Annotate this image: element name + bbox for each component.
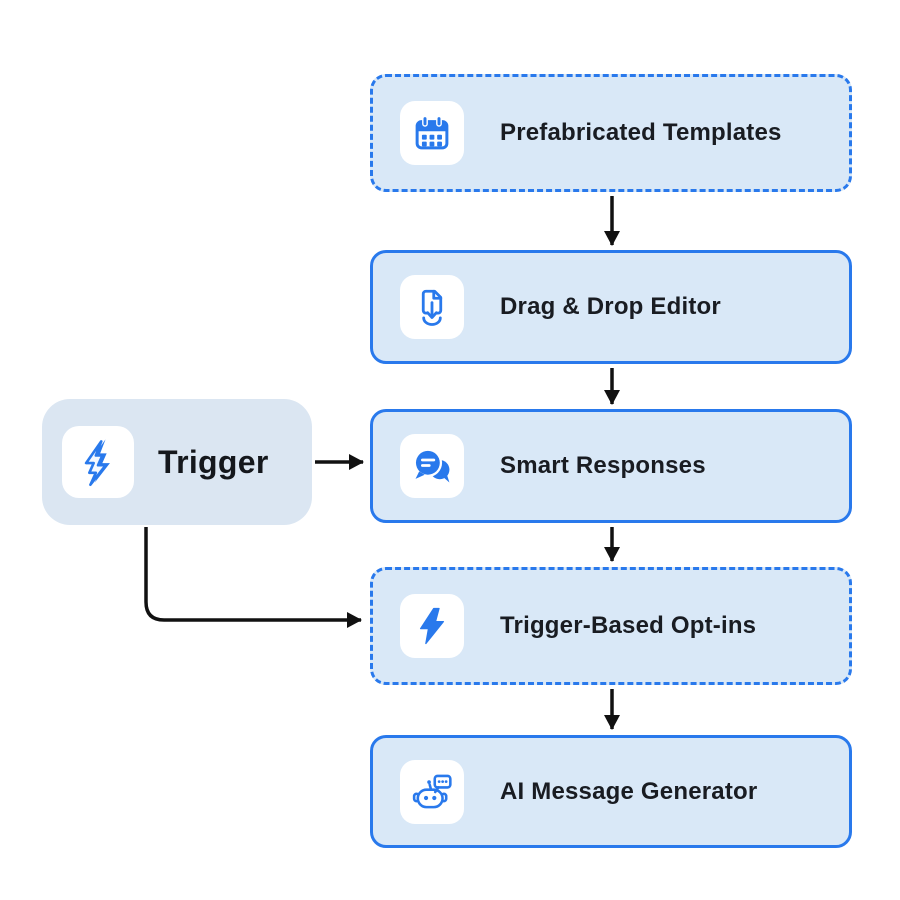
ai-generator-icon-tile xyxy=(400,759,464,824)
lightning-bolt-icon xyxy=(419,607,445,645)
chat-bubbles-icon xyxy=(410,448,450,484)
node-trigger-based-opt-ins: Trigger-Based Opt-ins xyxy=(370,567,852,685)
edge-trigger-to-opt-ins xyxy=(144,527,362,628)
node-label: Smart Responses xyxy=(500,452,706,479)
calendar-icon xyxy=(415,115,449,150)
templates-icon-tile xyxy=(400,101,464,165)
node-label: AI Message Generator xyxy=(500,777,758,805)
robot-chat-icon xyxy=(412,774,452,808)
node-label: Trigger-Based Opt-ins xyxy=(500,612,757,639)
node-label: Prefabricated Templates xyxy=(500,119,782,146)
document-download-icon xyxy=(421,289,443,326)
responses-icon-tile xyxy=(400,434,464,498)
trigger-icon-tile xyxy=(62,426,134,498)
node-drag-drop-editor: Drag & Drop Editor xyxy=(370,250,852,364)
editor-icon-tile xyxy=(400,275,464,339)
node-smart-responses: Smart Responses xyxy=(370,409,852,523)
node-trigger: Trigger xyxy=(42,399,312,525)
node-label: Drag & Drop Editor xyxy=(500,293,721,320)
lightning-3d-icon xyxy=(84,439,110,487)
node-prefabricated-templates: Prefabricated Templates xyxy=(370,74,852,192)
trigger-label: Trigger xyxy=(158,443,269,480)
opt-ins-icon-tile xyxy=(400,594,464,658)
node-ai-message-generator: AI Message Generator xyxy=(370,735,852,848)
